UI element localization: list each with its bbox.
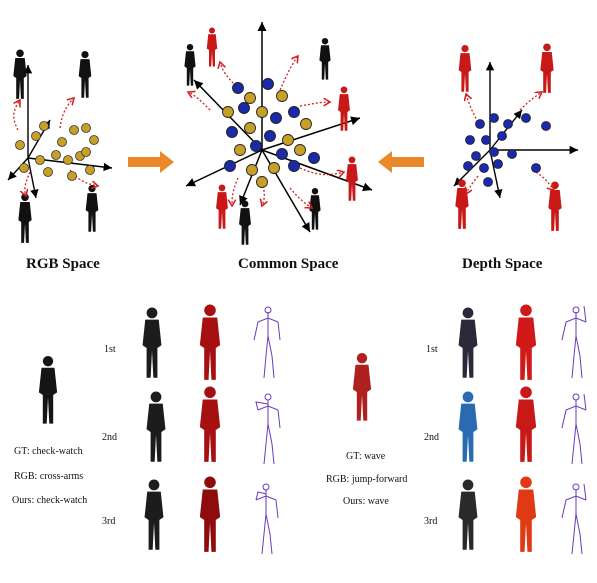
left-result-row-1 [142, 304, 281, 380]
rgb-space-panel [7, 49, 113, 243]
left-query-person [38, 356, 58, 424]
left-example [38, 304, 281, 555]
right-rank-3: 3rd [424, 516, 438, 527]
right-rank-1: 1st [426, 344, 438, 355]
right-example [352, 304, 587, 555]
left-ours-caption: Ours: check-watch [12, 495, 88, 506]
right-rank-2: 2nd [424, 432, 439, 443]
right-result-row-1 [458, 304, 587, 380]
right-result-row-3 [458, 476, 587, 555]
right-rgb-caption: RGB: jump-forward [326, 474, 408, 485]
left-gt-caption: GT: check-watch [14, 446, 83, 457]
rgb-to-common-arrow [128, 151, 174, 173]
common-space-panel [184, 22, 373, 245]
left-rgb-caption: RGB: cross-arms [14, 471, 84, 482]
common-space-label: Common Space [238, 256, 339, 272]
left-rank-3: 3rd [102, 516, 116, 527]
depth-to-common-arrow [378, 151, 424, 173]
left-rank-1: 1st [104, 344, 116, 355]
right-ours-caption: Ours: wave [343, 496, 389, 507]
depth-space-panel [453, 43, 578, 231]
depth-space-label: Depth Space [462, 256, 543, 272]
right-gt-caption: GT: wave [346, 451, 386, 462]
right-result-row-2 [458, 386, 587, 465]
left-result-row-3 [144, 476, 279, 555]
left-result-row-2 [146, 386, 281, 465]
left-rank-2: 2nd [102, 432, 117, 443]
right-query-person [352, 353, 372, 421]
rgb-space-label: RGB Space [26, 256, 100, 272]
